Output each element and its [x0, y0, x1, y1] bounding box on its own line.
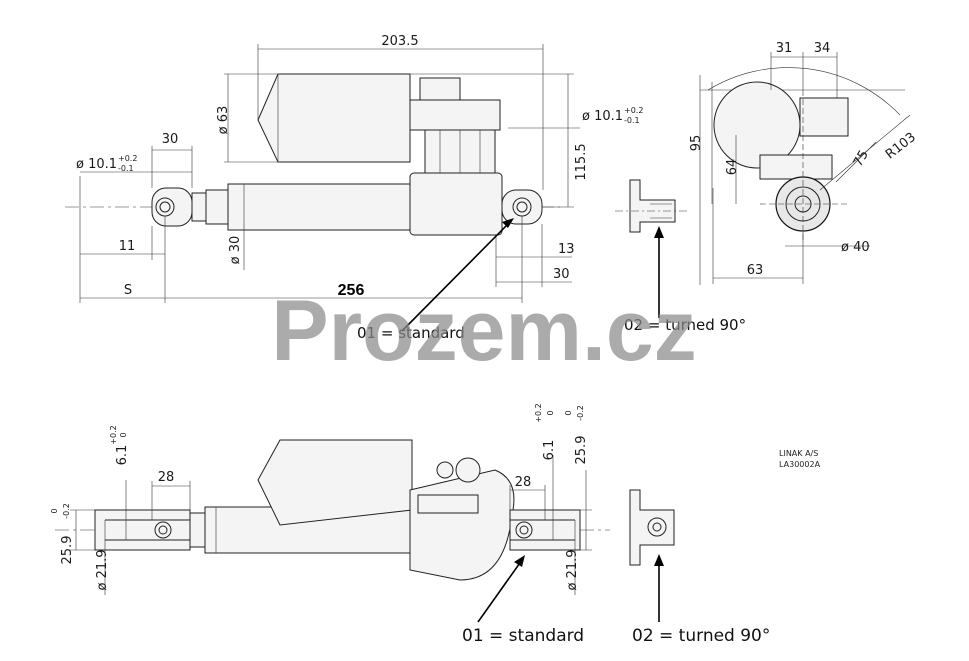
dim-front-eye-tol-plus: +0.2: [624, 106, 643, 115]
dim-front-eye-diameter: ø 10.1: [582, 109, 623, 124]
dim-left-offset-tol-zero: 0: [119, 432, 128, 437]
turned-eye-top: [629, 179, 676, 233]
rear-eye-inner: [159, 201, 171, 213]
bottom-bracket: [417, 494, 479, 514]
bottom-motor: [257, 439, 413, 526]
gearbox-cover: [409, 99, 501, 131]
motor: [257, 73, 411, 163]
dim-left-width-tol-zero: 0: [50, 508, 59, 513]
gearbox-housing: [409, 172, 503, 236]
front-eye-inner: [516, 201, 528, 213]
callout-standard-top: 01 = standard: [357, 324, 465, 342]
cable-connector: [419, 77, 461, 101]
dim-right-width-tol-minus: -0.2: [576, 405, 585, 421]
dim-31: 31: [776, 41, 793, 56]
left-clevis: [94, 509, 191, 551]
dim-34: 34: [814, 41, 831, 56]
dim-overall-length: 203.5: [381, 34, 418, 49]
dim-front-offset: 13: [558, 242, 575, 257]
dim-motor-diameter: ø 63: [216, 106, 231, 135]
dim-right-width-tol-zero: 0: [564, 410, 573, 415]
side-gear-housing: [759, 154, 833, 180]
watermark: Prozem.cz: [271, 283, 696, 379]
dim-front-eye-tol-minus: -0.1: [624, 116, 640, 125]
inner-tube: [205, 189, 229, 225]
callout-turned-top: 02 = turned 90°: [624, 316, 746, 334]
dim-left-slot-width: 28: [158, 470, 175, 485]
dim-left-rod-diameter: ø 21.9: [95, 549, 110, 590]
dim-right-slot-width: 28: [515, 475, 532, 490]
dim-front-clevis-width: 30: [553, 267, 570, 282]
side-view: 31 34 95 64 75 R103 ø 40 63: [689, 41, 919, 285]
dim-right-offset: 6.1: [542, 440, 557, 461]
dim-height: 115.5: [574, 143, 589, 180]
dim-left-offset: 6.1: [115, 445, 130, 466]
dim-right-width: 25.9: [574, 436, 589, 465]
bottom-gear-2: [436, 461, 454, 479]
company-name: LINAK A/S: [779, 449, 818, 458]
rear-clevis: [151, 187, 193, 227]
dim-left-width-tol-minus: -0.2: [62, 503, 71, 519]
dim-rear-clevis-width: 30: [162, 132, 179, 147]
dim-rear-eye-tol-minus: -0.1: [118, 164, 134, 173]
dim-stroke: S: [124, 283, 132, 298]
dim-right-offset-tol-plus: +0.2: [534, 403, 543, 422]
drawing-number: LA30002A: [779, 460, 821, 469]
dim-95: 95: [689, 135, 704, 152]
bottom-gear-1: [455, 457, 481, 483]
dim-rear-eye-offset: 11: [119, 239, 136, 254]
turned-eye-bottom: [629, 489, 675, 566]
callout-standard-bottom: 01 = standard: [462, 626, 584, 646]
dim-left-offset-tol-plus: +0.2: [109, 425, 118, 444]
dim-r103: R103: [883, 130, 919, 163]
dim-d40: ø 40: [841, 240, 870, 255]
dim-rear-eye-tol-plus: +0.2: [118, 154, 137, 163]
rear-collar: [191, 192, 207, 222]
dim-75: 75: [851, 148, 872, 170]
dim-installation-length: 256: [338, 282, 365, 299]
dim-rear-eye-diameter: ø 10.1: [76, 157, 117, 172]
dim-left-width: 25.9: [60, 536, 75, 565]
bottom-housing: [409, 469, 515, 581]
outer-tube: [227, 183, 411, 231]
callout-turned-bottom: 02 = turned 90°: [632, 626, 770, 646]
dim-63: 63: [747, 263, 764, 278]
dim-64: 64: [725, 159, 740, 176]
left-collar: [189, 512, 206, 548]
top-view: 203.5 ø 63 30 ø 10.1 +0.2 -0.1 11 ø 30 S…: [65, 34, 746, 342]
dim-right-offset-tol-zero: 0: [546, 410, 555, 415]
dim-tube-diameter: ø 30: [228, 236, 243, 265]
bottom-view: 28 6.1 +0.2 0 25.9 0 -0.2 ø 21.9 28 6.1 …: [50, 403, 821, 646]
side-gearbox: [799, 97, 849, 137]
dim-right-rod-diameter: ø 21.9: [565, 549, 580, 590]
